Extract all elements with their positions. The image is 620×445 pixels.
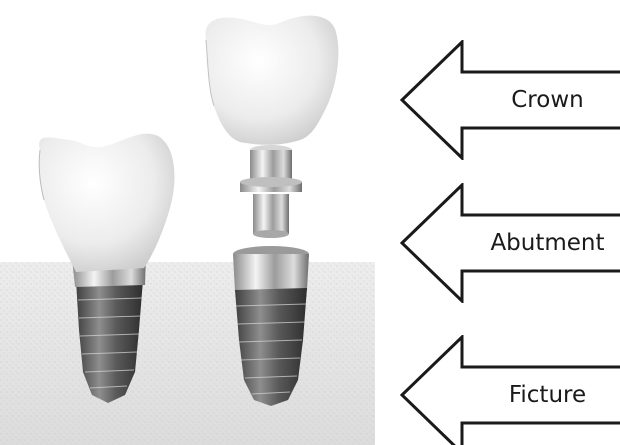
fixture-arrow: Ficture <box>400 335 620 445</box>
abutment-label: Abutment <box>470 183 620 303</box>
abutment-part <box>240 145 302 238</box>
crown-label: Crown <box>470 40 620 160</box>
gum-base <box>0 262 375 445</box>
fixture-label: Ficture <box>470 335 620 445</box>
crown-arrow: Crown <box>400 40 620 160</box>
abutment-arrow: Abutment <box>400 183 620 303</box>
